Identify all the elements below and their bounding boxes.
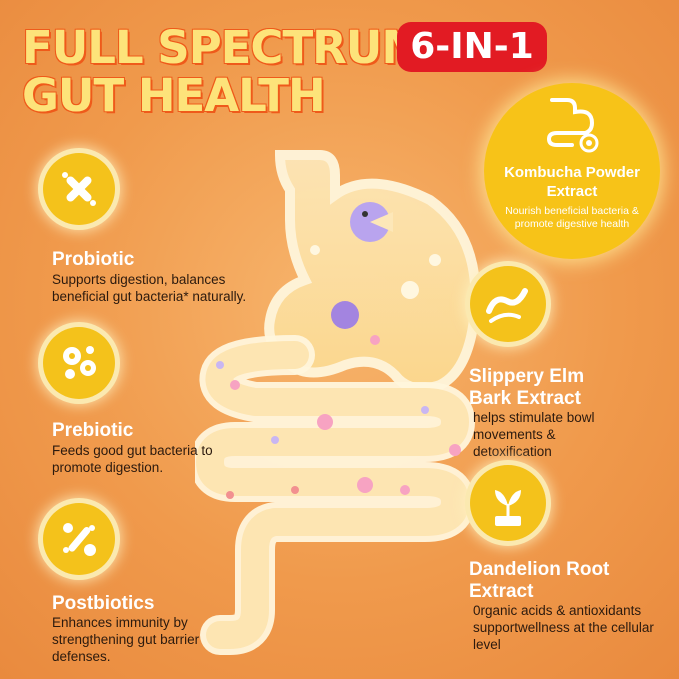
slippery-elm-description: helps stimulate bowl movements & detoxif… (473, 410, 595, 459)
dandelion-title: Dandelion Root Extract (469, 559, 610, 602)
prebiotic-title: Prebiotic (52, 420, 134, 441)
kombucha-title: Kombucha Powder Extract (504, 164, 640, 200)
dandelion-icon-circle (470, 465, 546, 541)
headline-line-1: FULL SPECTRUM (22, 21, 426, 74)
probiotic-strain-icon (63, 523, 96, 556)
postbiotics-title: Postbiotics (52, 593, 155, 614)
dandelion-description: 0rganic acids & antioxidants supportwell… (473, 603, 654, 652)
kombucha-description: Nourish beneficial bacteria & promote di… (505, 205, 639, 230)
headline-line-2: GUT HEALTH (22, 69, 326, 122)
elm-bark-icon (486, 288, 528, 323)
bacteria-icon (62, 172, 96, 206)
postbiotics-icon-circle (43, 503, 115, 575)
prebiotic-icon-circle (43, 327, 115, 399)
gut-illustration (195, 150, 481, 655)
microbe-icon (63, 346, 96, 379)
probiotic-icon-circle (43, 153, 115, 225)
slippery-elm-icon-circle (470, 266, 546, 342)
probiotic-description: Supports digestion, balances beneficial … (52, 272, 247, 304)
dandelion-plant-icon (495, 490, 521, 526)
intestine-icon (546, 98, 599, 153)
postbiotics-description: Enhances immunity by strengthening gut b… (52, 615, 200, 664)
kombucha-feature-circle (484, 83, 660, 259)
prebiotic-description: Feeds good gut bacteria to promote diges… (52, 443, 213, 475)
six-in-one-badge: 6-IN-1 (397, 22, 547, 72)
slippery-elm-title: Slippery Elm Bark Extract (469, 366, 585, 409)
probiotic-title: Probiotic (52, 249, 135, 270)
